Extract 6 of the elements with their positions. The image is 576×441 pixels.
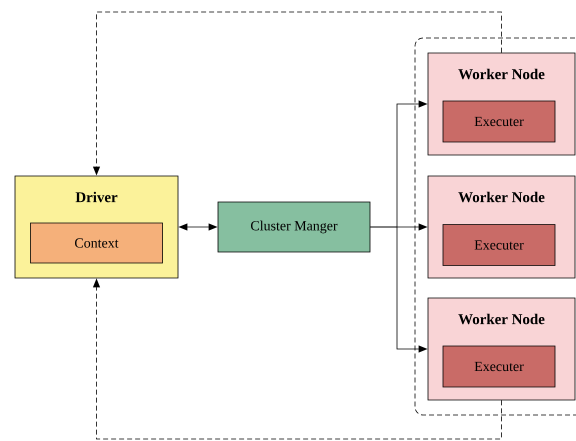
group-outline — [414, 38, 576, 416]
executer-box: Executer — [442, 346, 556, 388]
executer-box: Executer — [442, 224, 556, 266]
cluster-manager-box: Cluster Manger — [218, 202, 370, 252]
context-box: Context — [30, 222, 163, 264]
executer-box: Executer — [442, 100, 556, 142]
